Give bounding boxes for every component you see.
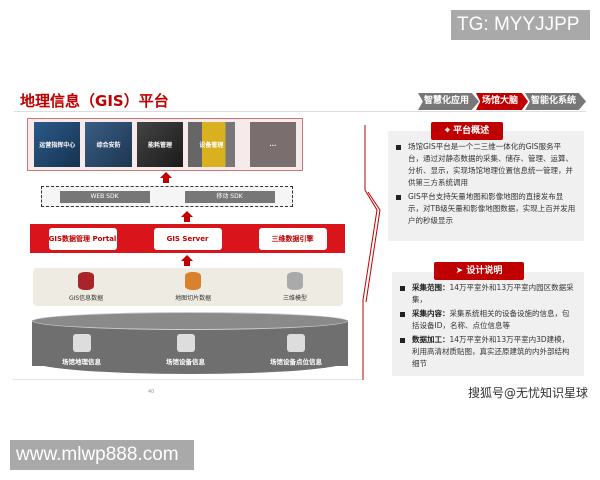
data-layer: GIS信息数据 地图切片数据 三维模型 xyxy=(33,268,343,306)
text: 14万平室外和13万平室内园区数据采集， xyxy=(412,283,574,304)
label: 设计说明 xyxy=(466,266,503,276)
watermark-url: www.mlwp888.com xyxy=(10,440,194,470)
source-geo: 场馆地理信息 xyxy=(62,334,101,366)
app-tile: 设备管理 xyxy=(188,122,235,167)
crumb-venue-brain: 场馆大脑 xyxy=(476,93,529,110)
app-tile: 综合安防 xyxy=(85,122,132,167)
design-item: 采集内容：采集系统相关的设备设施的信息，包括设备ID，名称、点位信息等 xyxy=(400,308,576,332)
design-item: 采集范围：14万平室外和13万平室内园区数据采集， xyxy=(400,282,576,306)
app-tile: ... xyxy=(249,122,297,167)
database-icon xyxy=(72,334,91,352)
app-tile: 运营指挥中心 xyxy=(34,122,81,167)
watermark-tg: TG: MYYJJPP xyxy=(451,10,590,40)
page-number: 40 xyxy=(148,389,155,395)
arrow-up-icon xyxy=(160,172,172,183)
gis-data: GIS信息数据 xyxy=(69,272,103,302)
overview-panel: 场馆GIS平台是一个二三维一体化的GIS服务平台，通过对静态数据的采集、储存、管… xyxy=(388,131,584,241)
divider xyxy=(14,111,586,112)
app-tile: 能耗管理 xyxy=(136,122,184,167)
label: 场馆地理信息 xyxy=(62,358,101,366)
overview-item: GIS平台支持矢量地图和影像地图的直接发布显示，对TB级矢量和影像地图数据，实现… xyxy=(396,191,576,227)
sdk-layer: WEB SDK 移动 SDK xyxy=(41,186,293,207)
mobile-sdk: 移动 SDK xyxy=(184,190,275,203)
source-watermark: 搜狐号@无忧知识星球 xyxy=(468,386,589,400)
design-panel: 采集范围：14万平室外和13万平室内园区数据采集， 采集内容：采集系统相关的设备… xyxy=(392,272,584,376)
divider xyxy=(12,379,362,380)
arrow-up-icon xyxy=(181,255,193,266)
source-cylinder: 场馆地理信息 场馆设备信息 场馆设备点位信息 xyxy=(32,312,348,374)
label: 采集内容： xyxy=(412,309,450,318)
text: 14万平室外和13万平室内3D建模，利用高清材质贴图，真实还原建筑的内外部结构细… xyxy=(412,335,570,368)
app-strip: 运营指挥中心 综合安防 能耗管理 设备管理 ... xyxy=(27,118,303,171)
label: 场馆设备点位信息 xyxy=(270,358,322,366)
tile-data: 地图切片数据 xyxy=(175,272,211,302)
breadcrumb: 智慧化应用 场馆大脑 智能化系统 xyxy=(418,93,587,110)
label: 平台概述 xyxy=(453,126,490,136)
label: 数据加工： xyxy=(412,335,450,344)
text: 采集系统相关的设备设施的信息，包括设备ID，名称、点位信息等 xyxy=(412,309,570,330)
label: GIS信息数据 xyxy=(68,295,104,302)
database-icon xyxy=(176,334,195,352)
design-item: 数据加工：14万平室外和13万平室内3D建模，利用高清材质贴图，真实还原建筑的内… xyxy=(400,334,576,370)
crosshair-icon: ⌖ xyxy=(444,126,454,136)
label: 三维模型 xyxy=(283,295,308,302)
source-point: 场馆设备点位信息 xyxy=(270,334,322,366)
overview-header: ⌖ 平台概述 xyxy=(431,122,503,140)
bracket-divider xyxy=(362,125,381,380)
label: 地图切片数据 xyxy=(175,295,212,302)
3d-model: 三维模型 xyxy=(283,272,307,302)
database-icon xyxy=(287,334,305,352)
arrow-up-icon xyxy=(181,211,193,222)
design-header: ➤ 设计说明 xyxy=(434,262,524,280)
gis-server: GIS Server xyxy=(153,227,222,250)
crumb-smart-app: 智慧化应用 xyxy=(418,93,480,110)
web-sdk: WEB SDK xyxy=(59,190,150,203)
label: 场馆设备信息 xyxy=(166,358,205,366)
page-title: 地理信息（GIS）平台 xyxy=(20,92,169,110)
overview-item: 场馆GIS平台是一个二三维一体化的GIS服务平台，通过对静态数据的采集、储存、管… xyxy=(396,141,576,189)
database-icon xyxy=(78,272,95,290)
source-device: 场馆设备信息 xyxy=(166,334,205,366)
3d-engine: 三维数据引擎 xyxy=(258,227,327,250)
gis-portal: GIS数据管理 Portal xyxy=(48,227,117,250)
database-icon xyxy=(185,272,202,290)
send-icon: ➤ xyxy=(455,266,467,276)
database-icon xyxy=(287,272,304,290)
server-layer: GIS数据管理 Portal GIS Server 三维数据引擎 xyxy=(30,224,345,253)
label: 采集范围： xyxy=(412,283,450,292)
crumb-intelligent-system: 智能化系统 xyxy=(525,93,587,110)
